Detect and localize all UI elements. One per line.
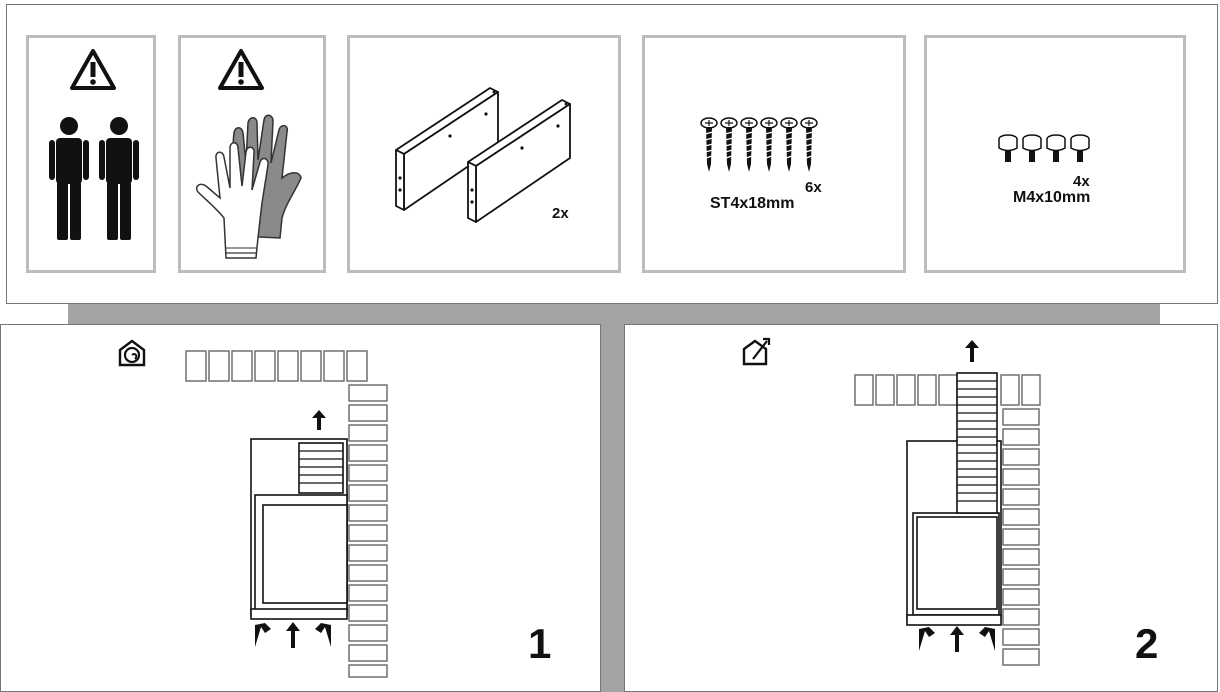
screws-illustration — [700, 117, 818, 173]
step-panel-2: 2 — [624, 324, 1218, 692]
warning-triangle-icon — [70, 49, 116, 90]
outdoor-house-icon — [742, 337, 771, 366]
tile-boards: 2x — [347, 35, 621, 273]
boards-quantity: 2x — [552, 205, 569, 222]
gloves-icon — [195, 114, 302, 259]
two-persons-icon — [49, 117, 139, 240]
arrow-icon — [965, 340, 979, 362]
tile-two-persons — [26, 35, 156, 273]
divider-vertical — [600, 324, 624, 692]
indoor-house-icon — [118, 339, 146, 367]
installation-diagram-1 — [185, 350, 388, 678]
tile-gloves — [178, 35, 326, 273]
tile-bolts: 4x M4x10mm — [924, 35, 1186, 273]
bolts-spec: M4x10mm — [1013, 189, 1091, 206]
bolts-quantity: 4x — [1073, 173, 1090, 190]
boards-illustration — [395, 87, 571, 223]
arrow-icon — [255, 622, 331, 648]
step-number-1: 1 — [528, 620, 552, 667]
step-number-2: 2 — [1135, 620, 1159, 667]
warning-triangle-icon — [218, 49, 264, 90]
screws-quantity: 6x — [805, 179, 822, 196]
divider-band — [68, 304, 1160, 325]
arrow-icon — [919, 626, 995, 652]
installation-diagram-2 — [854, 372, 1041, 666]
bolts-illustration — [998, 134, 1090, 163]
screws-spec: ST4x18mm — [710, 195, 795, 212]
tile-screws: 6x ST4x18mm — [642, 35, 906, 273]
step-panel-1: 1 — [0, 324, 601, 692]
arrow-icon — [312, 410, 326, 430]
